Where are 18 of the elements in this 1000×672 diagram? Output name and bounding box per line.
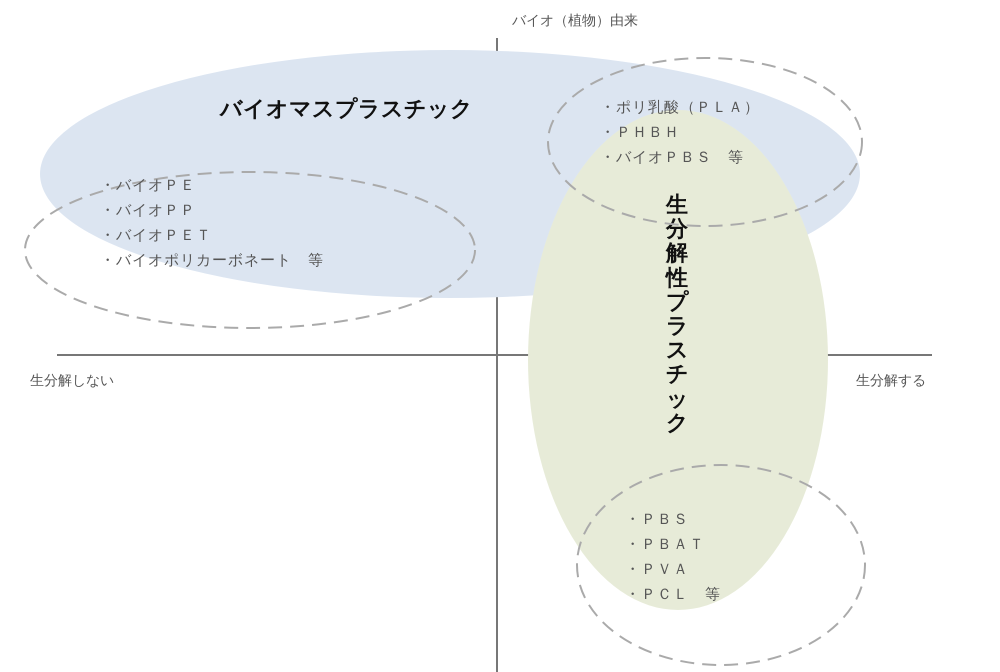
bullet-item: ・ＰＨＢＨ xyxy=(600,123,680,142)
bullet-item: ・ＰＶＡ xyxy=(625,560,689,579)
bullet-item: ・バイオＰＰ xyxy=(100,201,196,220)
axis-label: 生分解する xyxy=(856,372,926,390)
bullet-item: ・ＰＣＬ 等 xyxy=(625,585,721,604)
dashed-ellipse xyxy=(577,465,865,665)
dashed-ellipse xyxy=(25,172,475,328)
category-title: 生分解性プラスチック xyxy=(666,194,688,436)
bullet-item: ・ポリ乳酸（ＰＬＡ） xyxy=(600,98,760,117)
bullet-item: ・バイオＰＥ xyxy=(100,176,196,195)
axis-label: バイオ（植物）由来 xyxy=(512,12,638,30)
category-title: バイオマスプラスチック xyxy=(220,96,473,124)
bullet-item: ・バイオＰＥＴ xyxy=(100,226,212,245)
axis-label: 生分解しない xyxy=(30,372,114,390)
bullet-item: ・ＰＢＳ xyxy=(625,510,689,529)
bullet-item: ・バイオポリカーボネート 等 xyxy=(100,251,324,270)
bullet-item: ・バイオＰＢＳ 等 xyxy=(600,148,744,167)
bullet-item: ・ＰＢＡＴ xyxy=(625,535,705,554)
